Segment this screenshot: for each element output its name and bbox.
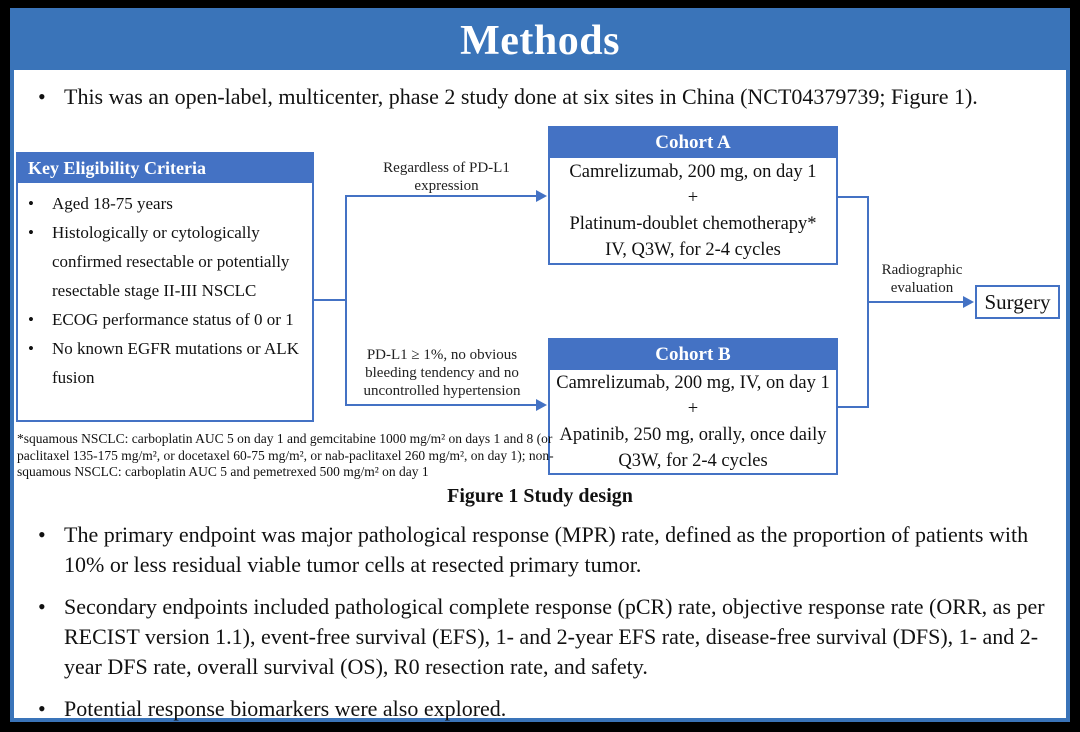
bullet-dot-icon: •	[28, 223, 34, 242]
cohort-b-line: Camrelizumab, 200 mg, IV, on day 1	[556, 372, 830, 393]
bullet-dot-icon: •	[38, 522, 46, 547]
connector-line	[345, 195, 347, 406]
surgery-label: Surgery	[984, 289, 1051, 314]
bullet-dot-icon: •	[38, 84, 46, 109]
cohort-a-header: Cohort A	[550, 128, 836, 158]
eligibility-item-text: Aged 18-75 years	[52, 194, 173, 213]
plus-sign: +	[687, 398, 699, 419]
intro-bullet-text: This was an open-label, multicenter, pha…	[64, 84, 978, 109]
endpoint-bullets: • The primary endpoint was major patholo…	[38, 520, 1054, 724]
arrowhead-icon	[963, 296, 974, 308]
bullet-dot-icon: •	[28, 339, 34, 358]
connector-line	[838, 196, 869, 198]
cohort-b-line: Apatinib, 250 mg, orally, once daily	[559, 424, 827, 445]
list-item: • No known EGFR mutations or ALK fusion	[28, 334, 306, 392]
methods-slide: Methods • This was an open-label, multic…	[10, 8, 1070, 722]
cohort-b-header: Cohort B	[550, 340, 836, 370]
plus-sign: +	[687, 187, 699, 208]
list-item: • Potential response biomarkers were als…	[38, 694, 1054, 724]
endpoint-bullet-text: The primary endpoint was major pathologi…	[64, 522, 1029, 577]
bullet-dot-icon: •	[38, 594, 46, 619]
bullet-dot-icon: •	[28, 310, 34, 329]
connector-line	[313, 299, 347, 301]
evaluation-label: Radiographic evaluation	[881, 262, 963, 296]
connector-line	[838, 406, 869, 408]
figure-footnote: *squamous NSCLC: carboplatin AUC 5 on da…	[17, 431, 554, 479]
cohort-a-line: Camrelizumab, 200 mg, on day 1	[569, 161, 817, 182]
eligibility-list: • Aged 18-75 years • Histologically or c…	[18, 183, 312, 392]
bullet-dot-icon: •	[28, 194, 34, 213]
eligibility-header: Key Eligibility Criteria	[18, 154, 312, 183]
intro-bullet: • This was an open-label, multicenter, p…	[38, 82, 1038, 112]
eligibility-item-text: Histologically or cytologically confirme…	[52, 223, 290, 300]
eligibility-item-text: No known EGFR mutations or ALK fusion	[52, 339, 299, 387]
figure-caption: Figure 1 Study design	[447, 485, 633, 507]
branch-top-label: Regardless of PD-L1 expression	[383, 160, 510, 194]
list-item: • Aged 18-75 years	[28, 189, 306, 218]
eligibility-item-text: ECOG performance status of 0 or 1	[52, 310, 294, 329]
cohort-b-body: Camrelizumab, 200 mg, IV, on day 1 + Apa…	[550, 370, 836, 473]
branch-bottom-label: PD-L1 ≥ 1%, no obvious bleeding tendency…	[363, 347, 521, 399]
cohort-a-line: Platinum-doublet chemotherapy*	[569, 213, 817, 234]
page-title: Methods	[460, 18, 620, 64]
cohort-b-box: Cohort B Camrelizumab, 200 mg, IV, on da…	[548, 338, 838, 475]
connector-line	[345, 195, 537, 197]
arrowhead-icon	[536, 190, 547, 202]
endpoint-bullet-text: Secondary endpoints included pathologica…	[64, 594, 1045, 679]
cohort-b-line: Q3W, for 2-4 cycles	[618, 450, 768, 471]
title-banner: Methods	[14, 12, 1066, 70]
bullet-dot-icon: •	[38, 696, 46, 721]
arrowhead-icon	[536, 399, 547, 411]
eligibility-box: Key Eligibility Criteria • Aged 18-75 ye…	[16, 152, 314, 422]
list-item: • Histologically or cytologically confir…	[28, 218, 306, 305]
cohort-a-box: Cohort A Camrelizumab, 200 mg, on day 1 …	[548, 126, 838, 265]
connector-line	[345, 404, 537, 406]
list-item: • Secondary endpoints included pathologi…	[38, 592, 1054, 682]
surgery-box: Surgery	[975, 285, 1060, 319]
connector-line	[867, 301, 964, 303]
cohort-a-body: Camrelizumab, 200 mg, on day 1 + Platinu…	[550, 158, 836, 263]
list-item: • The primary endpoint was major patholo…	[38, 520, 1054, 580]
cohort-a-line: IV, Q3W, for 2-4 cycles	[605, 239, 781, 260]
endpoint-bullet-text: Potential response biomarkers were also …	[64, 696, 507, 721]
list-item: • ECOG performance status of 0 or 1	[28, 305, 306, 334]
